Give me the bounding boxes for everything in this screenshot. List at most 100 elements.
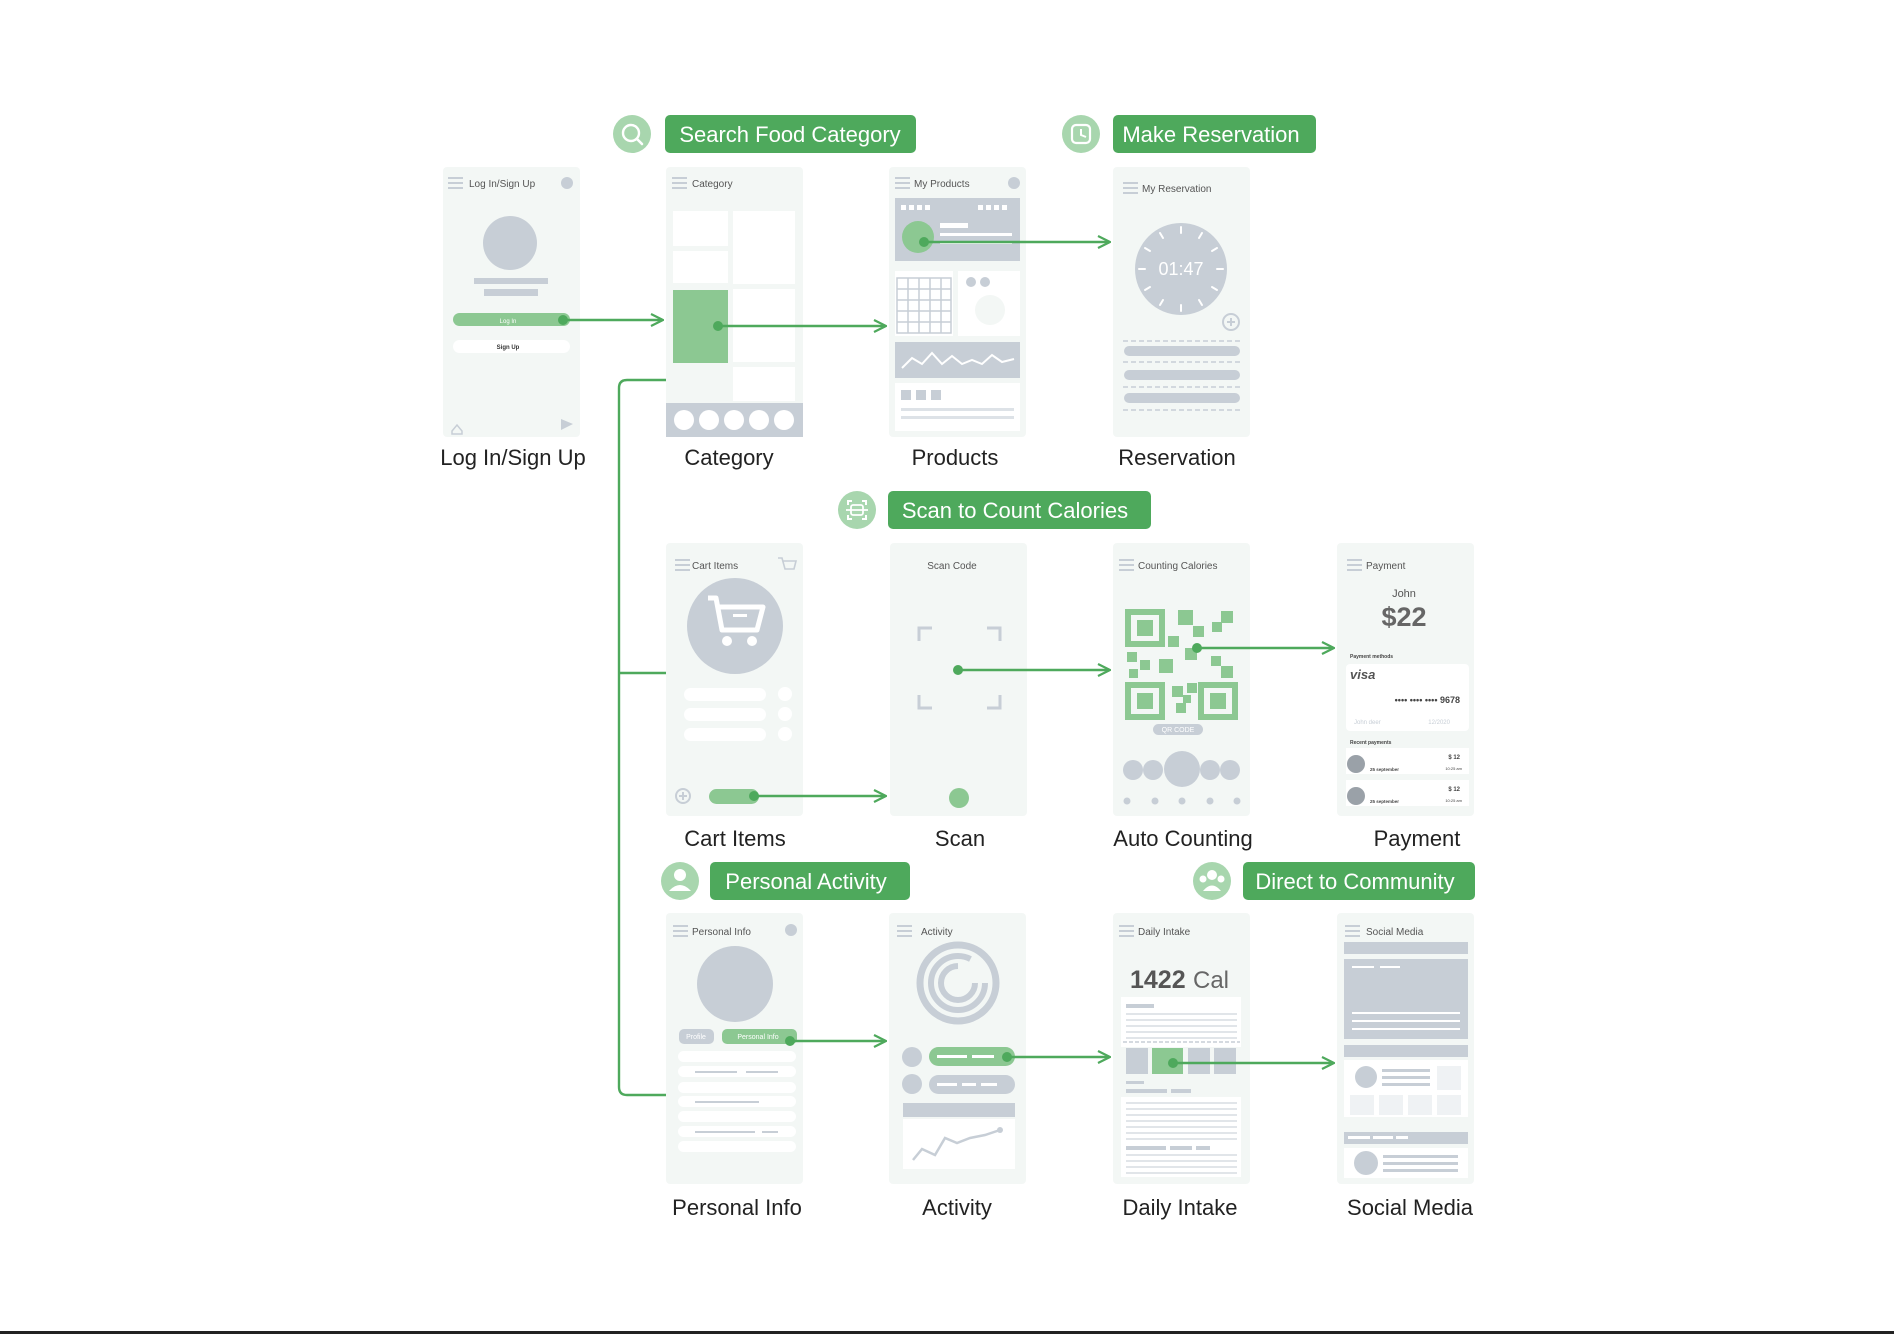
card-expiry: 12/2020 [1428, 720, 1450, 726]
avatar [1355, 1066, 1377, 1088]
screen-header: Personal Info [692, 927, 751, 938]
text-placeholder [940, 233, 1012, 236]
log-lines [1126, 1102, 1237, 1174]
credit-card[interactable] [1346, 664, 1469, 731]
screen-frame [890, 543, 1027, 816]
calendar-grid [896, 277, 952, 334]
screen-header: My Products [914, 179, 970, 190]
screen-header: Counting Calories [1138, 561, 1218, 572]
screen-caption: Category [684, 445, 773, 470]
payment-row[interactable]: 25 september $ 12 10:25 am [1346, 748, 1469, 774]
svg-text:Personal Info: Personal Info [737, 1034, 778, 1041]
intake-bars [1126, 1048, 1236, 1074]
info-fields [678, 1051, 796, 1152]
avatar [483, 216, 537, 270]
feature-label-pill [888, 491, 1151, 529]
feed-post-image[interactable] [1344, 959, 1468, 1039]
screen-caption: Cart Items [684, 826, 785, 851]
shutter-button[interactable] [949, 788, 969, 808]
svg-text:25 september: 25 september [1370, 767, 1399, 772]
svg-text:Sign Up: Sign Up [497, 345, 520, 351]
screen-frame [443, 167, 580, 437]
calorie-unit: Cal [1193, 967, 1229, 994]
flow-connectors [563, 242, 1333, 1097]
payment-amount: $22 [1381, 602, 1426, 632]
screen-header: Category [692, 179, 733, 190]
menu-icon [897, 925, 912, 937]
menu-icon [1119, 559, 1134, 571]
screen-header: Log In/Sign Up [469, 179, 536, 190]
payment-row[interactable]: 25 september $ 12 10:25 am [1346, 780, 1469, 806]
checkout-button[interactable] [709, 789, 759, 804]
login-button[interactable]: Log In [453, 313, 570, 326]
feature-personal-activity: Personal Activity [661, 862, 910, 900]
tab-profile[interactable]: Profile [679, 1029, 714, 1044]
screen-caption: Activity [922, 1195, 992, 1220]
food-carousel [1123, 751, 1240, 787]
qr-label-pill [1153, 724, 1203, 735]
calendar-widget [895, 271, 953, 336]
activity-line [912, 1128, 1001, 1161]
screen-category: Category Category [666, 167, 803, 470]
svg-text:Profile: Profile [686, 1034, 706, 1041]
screen-caption: Scan [935, 826, 985, 851]
text-placeholder [901, 408, 1014, 411]
feature-label: Search Food Category [679, 122, 900, 147]
list-widget [895, 383, 1020, 431]
screen-caption: Log In/Sign Up [440, 445, 586, 470]
product-thumbnail[interactable] [902, 221, 934, 253]
menu-icon [1347, 559, 1362, 571]
feature-label-pill [1243, 862, 1475, 900]
search-icon [613, 115, 651, 153]
banner-dots [901, 205, 1007, 210]
screen-header: Daily Intake [1138, 927, 1191, 938]
menu-icon [895, 177, 910, 189]
activity-icon [902, 1074, 922, 1094]
screen-caption: Auto Counting [1113, 826, 1252, 851]
home-icon [451, 423, 463, 435]
text-placeholder [484, 289, 538, 296]
cart-illustration [687, 578, 783, 674]
card-number: •••• •••• •••• 9678 [1395, 695, 1460, 705]
group-icon [1193, 862, 1231, 900]
activity-icon [902, 1047, 922, 1067]
avatar [697, 946, 773, 1022]
cart-list [684, 687, 792, 741]
cart-icon[interactable] [778, 557, 798, 570]
screen-payment: Payment John $22 Payment methods visa ••… [1337, 543, 1474, 851]
activity-rings [916, 941, 1000, 1025]
post-lines [1352, 966, 1460, 1030]
feature-label-pill [1113, 115, 1316, 153]
summary-lines [1126, 1013, 1237, 1039]
screen-login: Log In/Sign Up Log In Sign Up Log In/Sig… [440, 167, 586, 470]
feature-label: Direct to Community [1255, 869, 1454, 894]
screen-caption: Reservation [1118, 445, 1235, 470]
list-icons [901, 390, 941, 400]
section-label: Recent payments [1350, 740, 1392, 746]
feed-header [1344, 942, 1468, 954]
menu-icon [673, 925, 688, 937]
screen-caption: Payment [1374, 826, 1461, 851]
screen-header: Social Media [1366, 927, 1424, 938]
chart-header [903, 1103, 1015, 1117]
trend-line [901, 351, 1015, 369]
section-bar [1344, 1045, 1468, 1057]
tab-personal-info[interactable]: Personal Info [722, 1029, 797, 1044]
feature-label: Make Reservation [1122, 122, 1299, 147]
feature-scan-to-count-calories: Scan to Count Calories [838, 491, 1151, 529]
card-holder: John deer [1354, 720, 1381, 726]
scan-frame [917, 626, 1002, 710]
add-icon[interactable] [675, 788, 691, 804]
add-icon[interactable] [1222, 313, 1240, 331]
svg-text:$ 12: $ 12 [1448, 787, 1460, 793]
intake-log [1121, 1097, 1241, 1177]
svg-text:10:25 am: 10:25 am [1445, 798, 1462, 803]
signup-button[interactable]: Sign Up [453, 340, 570, 353]
text-placeholder [474, 278, 548, 284]
card-brand: visa [1350, 667, 1375, 682]
scan-icon [838, 491, 876, 529]
screen-counting: Counting Calories [1113, 543, 1253, 851]
svg-text:10:25 am: 10:25 am [1445, 766, 1462, 771]
screen-activity: Activity Activity [889, 913, 1026, 1220]
activity-chart [903, 1119, 1015, 1169]
